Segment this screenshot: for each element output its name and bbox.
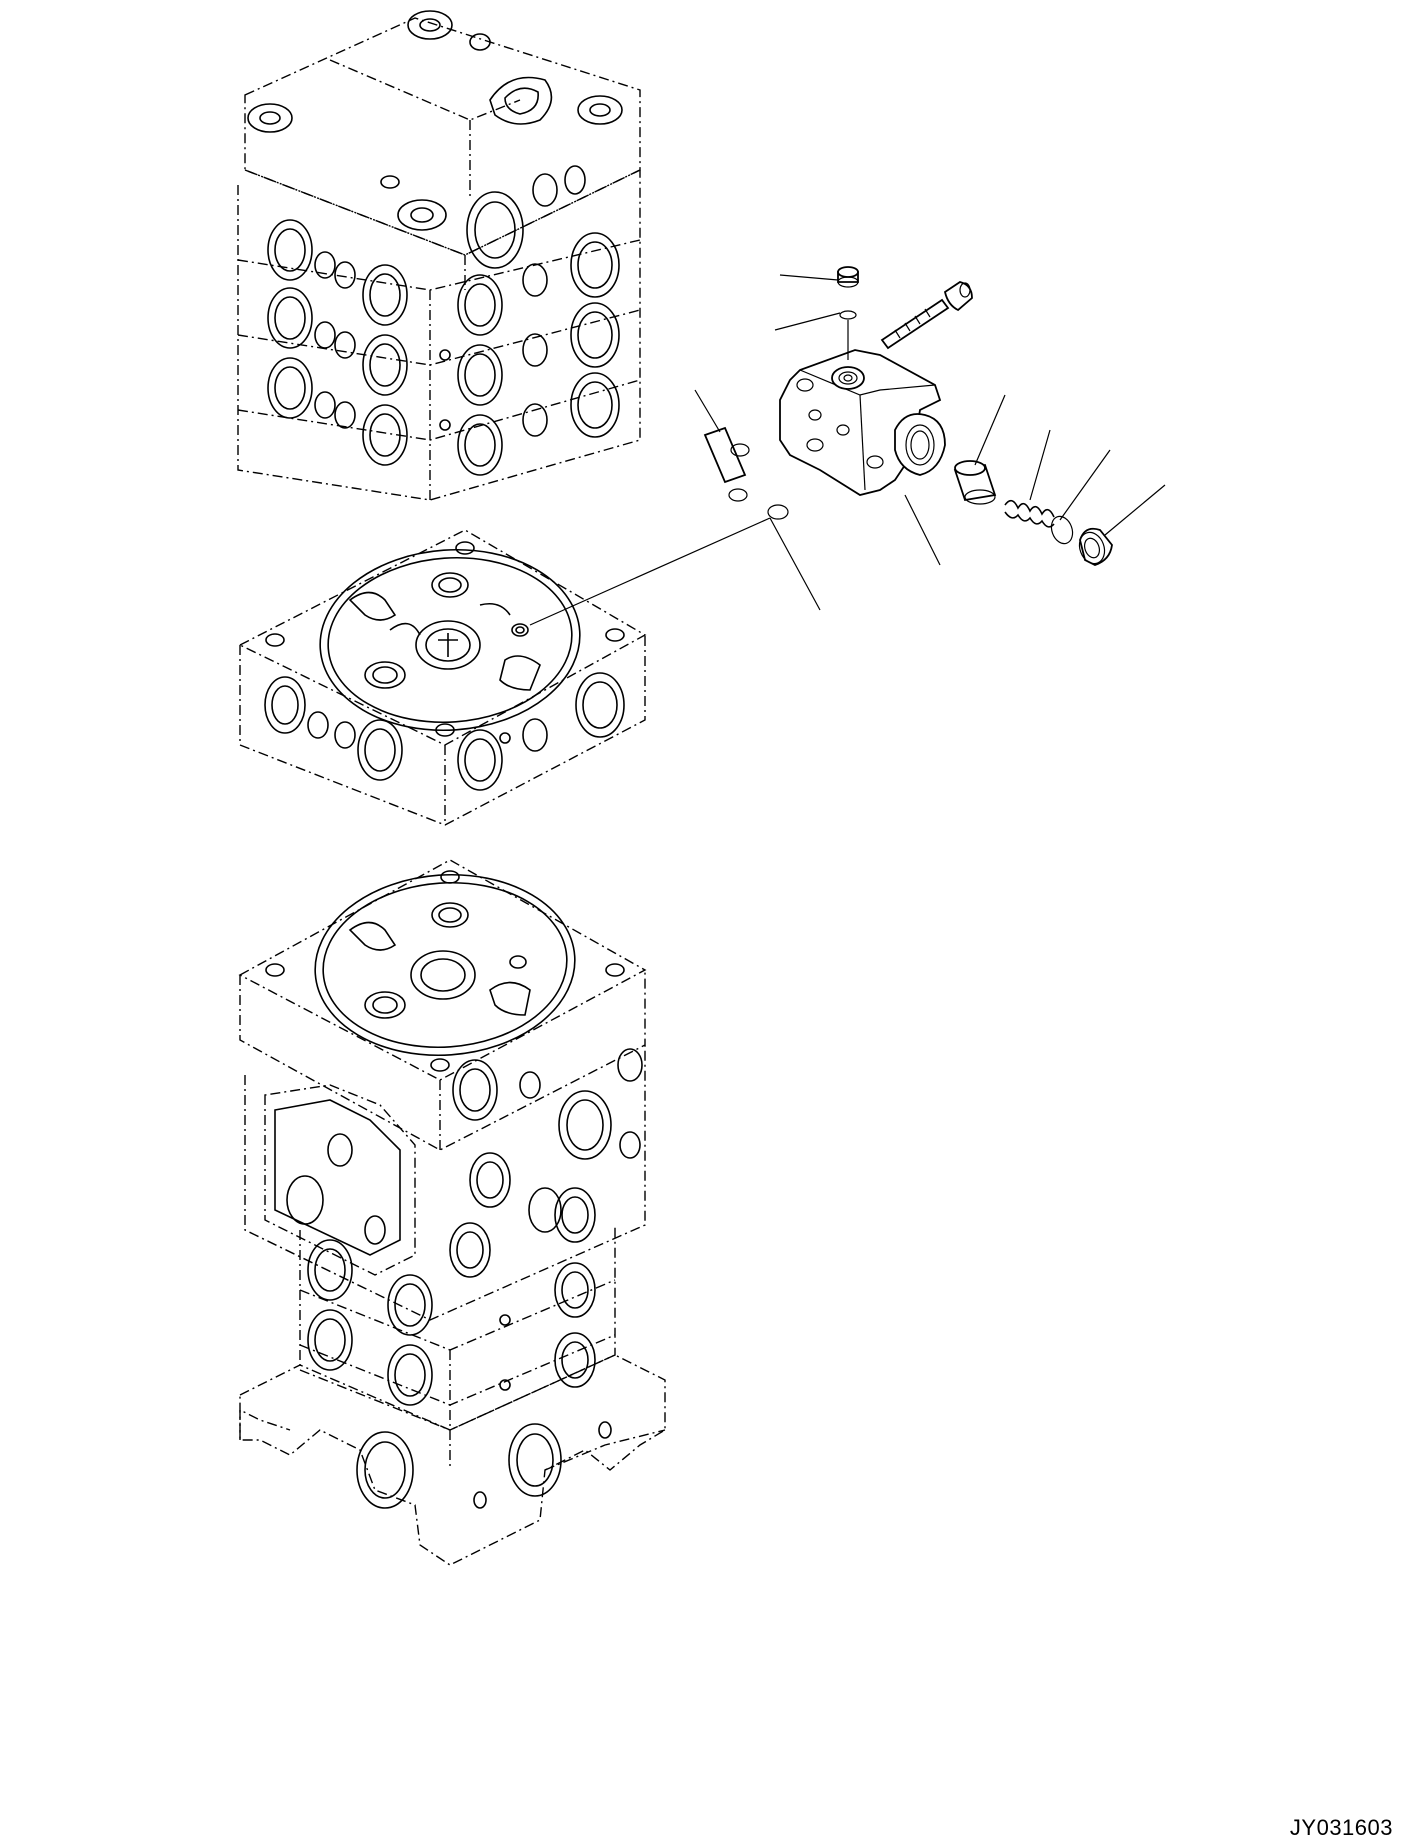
bolt xyxy=(880,281,973,350)
figure-code-label: JY031603 xyxy=(1289,1815,1393,1840)
poppet xyxy=(953,460,997,505)
o-ring xyxy=(767,504,789,520)
upper-valve-stack xyxy=(237,10,641,501)
spring xyxy=(1004,499,1055,528)
plug xyxy=(1078,527,1113,566)
valve-block xyxy=(779,349,946,496)
pin-with-o-rings xyxy=(703,426,750,502)
middle-valve-section xyxy=(238,529,647,826)
o-ring-plug xyxy=(1050,515,1074,545)
lower-valve-stack xyxy=(238,859,666,1566)
plug-small xyxy=(837,266,859,288)
leader-lines xyxy=(529,274,1166,626)
o-ring-small xyxy=(839,310,857,360)
